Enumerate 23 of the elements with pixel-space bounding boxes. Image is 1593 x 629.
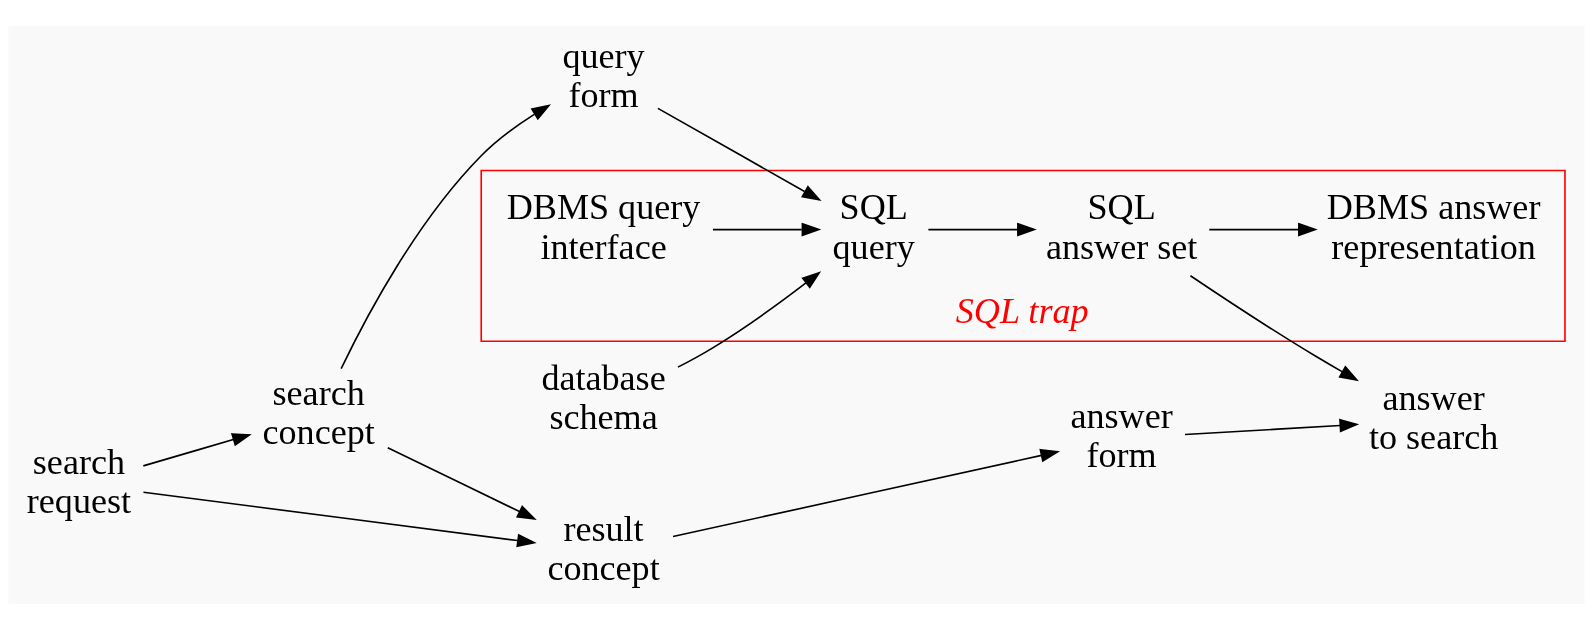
arrow xyxy=(712,222,822,236)
node-text: SQL query xyxy=(832,186,915,267)
node-text: answer form xyxy=(1070,395,1173,475)
node-text: DBMS answer representation xyxy=(1326,186,1541,267)
node-text: search request xyxy=(26,441,132,521)
arrow xyxy=(340,103,551,370)
node-text: DBMS query interface xyxy=(506,186,701,267)
node-text: query form xyxy=(562,35,645,115)
arrow xyxy=(677,270,822,368)
arrow xyxy=(142,490,537,547)
arrow xyxy=(386,446,537,520)
node-text: SQL answer set xyxy=(1045,186,1198,267)
node-text: database schema xyxy=(541,357,666,437)
node-text: search concept xyxy=(262,372,375,452)
arrow xyxy=(672,448,1061,537)
arrow xyxy=(1208,222,1318,236)
arrow xyxy=(1189,274,1359,381)
node-text: answer to search xyxy=(1368,377,1499,457)
arrow xyxy=(927,222,1037,236)
arrow xyxy=(657,107,822,201)
node-text: result concept xyxy=(547,508,660,588)
arrow xyxy=(1184,418,1360,435)
arrow xyxy=(142,432,252,467)
